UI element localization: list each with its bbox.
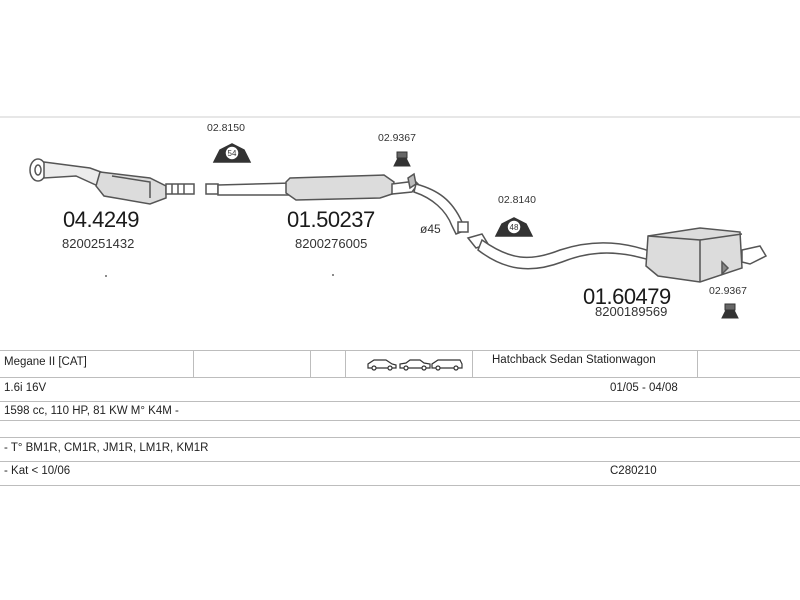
oem-number-mid: 8200276005 [295, 236, 368, 251]
rear-silencer [645, 227, 743, 283]
rubber-hanger-icon [393, 151, 411, 167]
table-row-engine: 1.6i 16V 01/05 - 04/08 [0, 378, 800, 400]
oem-number-rear: 8200189569 [595, 304, 668, 319]
part-number-cat[interactable]: 04.4249 [63, 207, 140, 232]
catalog-code-cell: C280210 [610, 465, 657, 477]
tailpipe [741, 245, 768, 265]
oem-number-cat: 8200251432 [62, 236, 135, 251]
marker-dot [105, 275, 107, 277]
hatchback-car-icon [367, 359, 397, 369]
clamp-48-size: 48 [510, 223, 519, 232]
clamp-48-icon: 48 [494, 217, 534, 237]
hanger-2-number[interactable]: 02.9367 [709, 285, 747, 297]
pipe-diameter-label: ø45 [420, 222, 441, 236]
rear-pipe [477, 238, 658, 270]
years-cell: 01/05 - 04/08 [610, 382, 678, 394]
clamp-54-size: 54 [228, 149, 237, 158]
model-cell: Megane II [CAT] [4, 356, 87, 368]
car-body-icons [366, 357, 466, 374]
clamp-54-number[interactable]: 02.8150 [207, 122, 245, 134]
marker-dot [332, 274, 334, 276]
table-row-type-codes: - T° BM1R, CM1R, JM1R, LM1R, KM1R [0, 438, 800, 460]
middle-silencer [285, 174, 395, 201]
part-number-rear[interactable]: 01.60479 [583, 284, 671, 309]
middle-silencer-drawing [205, 172, 469, 235]
sedan-car-icon [399, 359, 431, 369]
hanger-1-number[interactable]: 02.9367 [378, 132, 416, 144]
cat-body [95, 171, 167, 205]
body-types-cell: Hatchback Sedan Stationwagon [492, 354, 656, 366]
rubber-hanger-icon [721, 303, 739, 319]
engine-cell: 1.6i 16V [4, 382, 47, 394]
car-icons [367, 359, 463, 371]
table-row-specs: 1598 cc, 110 HP, 81 KW M° K4M - [0, 402, 800, 424]
rear-silencer-drawing [466, 227, 768, 283]
cat-outlet-pipe [165, 183, 195, 195]
table-row-kat: - Kat < 10/06 C280210 [0, 462, 800, 484]
part-number-mid[interactable]: 01.50237 [287, 207, 375, 232]
type-codes-cell: - T° BM1R, CM1R, JM1R, LM1R, KM1R [4, 442, 209, 454]
stationwagon-car-icon [431, 359, 463, 369]
clamp-48-number[interactable]: 02.8140 [498, 194, 536, 206]
specs-cell: 1598 cc, 110 HP, 81 KW M° K4M - [4, 405, 179, 417]
kat-cell: - Kat < 10/06 [4, 465, 71, 477]
clamp-54-icon: 54 [212, 143, 252, 163]
catalytic-converter-drawing [29, 158, 195, 205]
table-row-model: Megane II [CAT] Hatchback Sedan Stationw… [0, 350, 800, 377]
